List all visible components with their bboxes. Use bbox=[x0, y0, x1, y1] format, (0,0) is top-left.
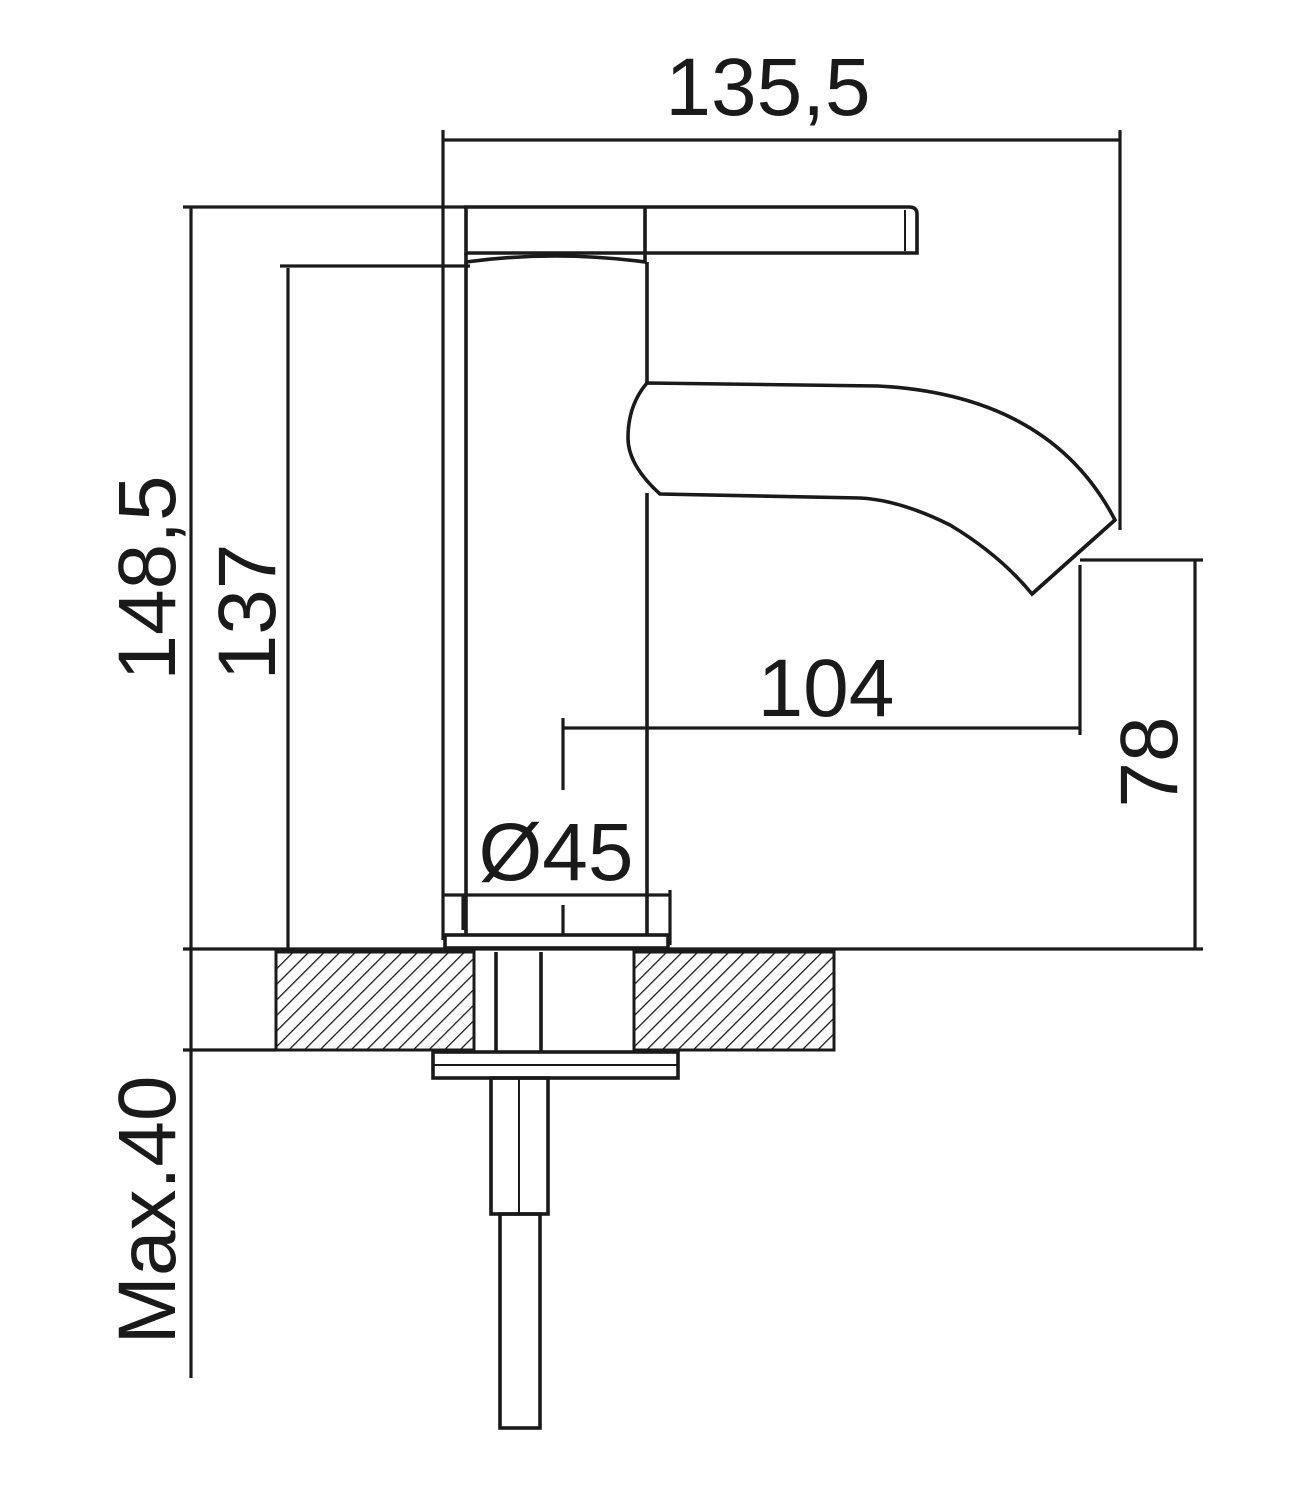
cartridge-cap bbox=[464, 253, 647, 265]
countertop-hatch-right bbox=[632, 950, 836, 1052]
dimension-lines bbox=[183, 130, 1203, 1378]
base-flange bbox=[443, 933, 670, 950]
countertop-section bbox=[274, 950, 836, 1430]
label-overall-width: 135,5 bbox=[665, 42, 870, 133]
label-spout-height: 78 bbox=[1104, 716, 1195, 807]
lever-handle bbox=[464, 205, 919, 255]
label-overall-height: 148,5 bbox=[102, 475, 193, 680]
supply-hose bbox=[498, 1212, 542, 1430]
countertop-hatch-left bbox=[274, 950, 476, 1052]
dimension-labels: 135,5 148,5 137 104 78 Ø45 Max.40 bbox=[102, 42, 1195, 1344]
label-max-deck-thickness: Max.40 bbox=[102, 1076, 193, 1345]
spout bbox=[626, 381, 1118, 597]
label-base-diameter: Ø45 bbox=[479, 807, 634, 898]
label-body-height: 137 bbox=[202, 544, 293, 681]
label-spout-reach: 104 bbox=[758, 643, 895, 734]
